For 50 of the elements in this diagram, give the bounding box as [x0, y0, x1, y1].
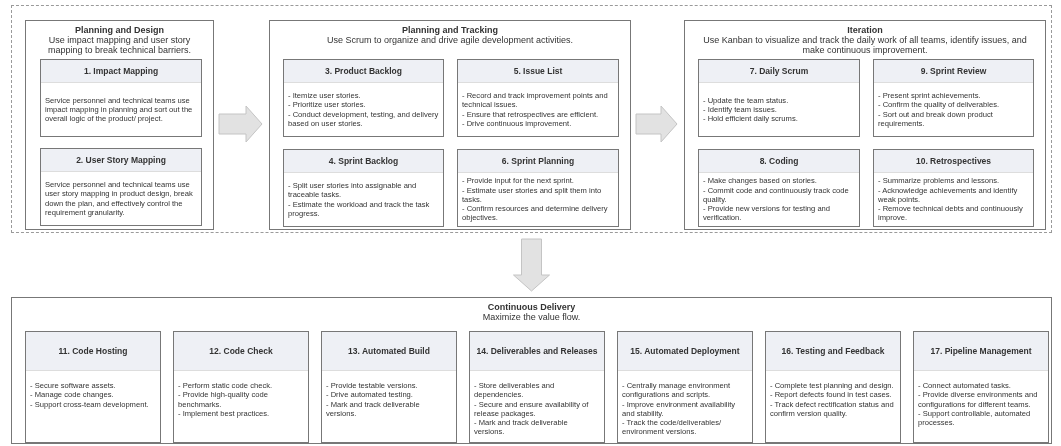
step-card	[283, 149, 444, 227]
group-title: Continuous Delivery	[486, 302, 577, 312]
group-description: Use impact mapping and user story mapping to break technical barriers.	[46, 35, 193, 56]
card-title: 13. Automated Build	[322, 332, 456, 371]
card-title: 14. Deliverables and Releases	[470, 332, 604, 371]
card-title: 12. Code Check	[174, 332, 308, 371]
step-card	[469, 331, 605, 443]
card-title: 4. Sprint Backlog	[284, 150, 443, 173]
card-title: 6. Sprint Planning	[458, 150, 618, 173]
card-title: 16. Testing and Feedback	[766, 332, 900, 371]
step-card	[873, 149, 1034, 227]
card-title: 5. Issue List	[458, 60, 618, 83]
card-title: 2. User Story Mapping	[41, 149, 201, 172]
group-description: Maximize the value flow.	[481, 312, 582, 323]
group-panel	[269, 20, 631, 230]
card-title: 9. Sprint Review	[874, 60, 1033, 83]
step-card	[457, 149, 619, 227]
step-card	[765, 331, 901, 443]
card-title: 1. Impact Mapping	[41, 60, 201, 83]
step-card	[40, 59, 202, 137]
block-arrow	[218, 105, 263, 143]
step-card	[698, 59, 860, 137]
step-card	[40, 148, 202, 226]
group-panel	[684, 20, 1046, 230]
step-card	[873, 59, 1034, 137]
card-title: 3. Product Backlog	[284, 60, 443, 83]
step-card	[25, 331, 161, 443]
card-title: 8. Coding	[699, 150, 859, 173]
step-card	[321, 331, 457, 443]
block-arrow	[513, 238, 550, 292]
dashed-frame	[11, 5, 1052, 233]
step-card	[698, 149, 860, 227]
group-description: Use Kanban to visualize and track the daily work of all teams, identify issues, and make continuous improvement.	[702, 35, 1028, 56]
block-arrow	[635, 105, 678, 143]
step-card	[173, 331, 309, 443]
group-title: Planning and Tracking	[401, 25, 499, 35]
step-card	[283, 59, 444, 137]
card-title: 15. Automated Deployment	[618, 332, 752, 371]
card-title: 17. Pipeline Management	[914, 332, 1048, 371]
step-card	[913, 331, 1049, 443]
card-title: 11. Code Hosting	[26, 332, 160, 371]
step-card	[457, 59, 619, 137]
card-title: 10. Retrospectives	[874, 150, 1033, 173]
group-description: Use Scrum to organize and drive agile development activities.	[325, 35, 575, 46]
group-panel	[25, 20, 214, 230]
group-title: Iteration	[846, 25, 884, 35]
card-title: 7. Daily Scrum	[699, 60, 859, 83]
step-card	[617, 331, 753, 443]
group-title: Planning and Design	[74, 25, 165, 35]
group-panel	[11, 297, 1052, 444]
